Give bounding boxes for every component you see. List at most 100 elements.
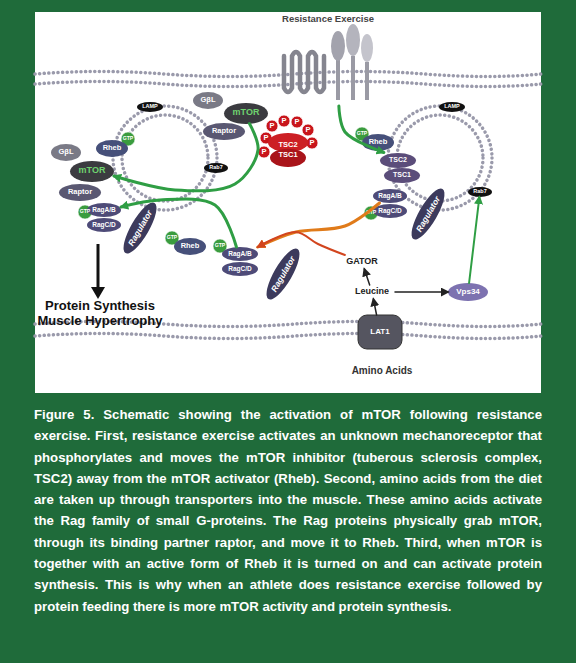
node-shape xyxy=(362,134,394,151)
pathway-arrow xyxy=(258,232,345,255)
lysosome-marker: LAMP xyxy=(439,102,465,112)
node-shape xyxy=(87,218,121,232)
node-shape xyxy=(51,144,81,161)
lysosome-membrane xyxy=(113,106,217,210)
protein-blob: RagA/B xyxy=(373,189,407,203)
mechanoreceptor-illustration xyxy=(284,24,373,100)
node-shape xyxy=(96,140,128,157)
node-text: Rheb xyxy=(103,144,122,152)
node-text: LAMP xyxy=(444,104,460,110)
ragulator-blob: Ragulator xyxy=(406,184,451,243)
membrane-layer xyxy=(35,334,541,339)
arrow-shaft xyxy=(97,244,100,289)
pathway-arrow xyxy=(364,269,369,285)
phosphate-label: P xyxy=(309,139,314,148)
phosphate-label: P xyxy=(261,148,266,157)
gtp-label: GTP xyxy=(366,210,377,216)
node-shape xyxy=(439,102,465,112)
node-shape xyxy=(70,161,114,182)
node-text: TSC2 xyxy=(278,141,297,149)
phosphate-circle xyxy=(302,124,314,136)
phosphate-circle xyxy=(266,120,278,132)
node-text: mTOR xyxy=(79,166,106,175)
output-label: Protein Synthesis Muscle Hypertrophy xyxy=(25,299,175,329)
phosphate-circle xyxy=(278,115,290,127)
node-shape xyxy=(270,149,306,167)
receptor-stem xyxy=(351,56,355,100)
node-shape xyxy=(224,103,268,124)
phosphate-label: P xyxy=(269,122,274,131)
lysosome-marker: Rab7 xyxy=(468,187,492,197)
phosphate-label: P xyxy=(281,117,286,126)
ragulator-blob: Ragulator xyxy=(118,198,163,257)
node-text: GATOR xyxy=(346,257,378,266)
gtp-circles xyxy=(78,127,378,253)
node-text: RagC/D xyxy=(228,266,251,273)
node-shape xyxy=(193,92,223,109)
protein-blob: RagC/D xyxy=(222,262,258,276)
node-shape xyxy=(468,187,492,197)
lysosome-marker: Rab7 xyxy=(204,163,228,173)
node-text: mTOR xyxy=(233,108,260,117)
node-shape xyxy=(222,247,258,261)
protein-blob: RagC/D xyxy=(87,218,121,232)
node-shape xyxy=(373,189,407,203)
node-shape xyxy=(203,123,245,140)
amino-acid-transporter: LAT1 xyxy=(358,315,402,349)
receptor-head xyxy=(331,31,345,61)
gtp-label: GTP xyxy=(215,243,226,249)
node-shape xyxy=(59,184,101,201)
pathway-arrow xyxy=(373,299,376,315)
ragulator-blob: Ragulator xyxy=(261,244,306,303)
protein-blob: Raptor xyxy=(59,184,101,201)
node-text: Rab7 xyxy=(209,165,222,171)
node-text: RagC/D xyxy=(378,208,401,215)
membrane-layer xyxy=(35,82,541,87)
protein-blob: RagA/B xyxy=(87,203,121,217)
mechanoreceptor: Resistance Exercise xyxy=(276,14,380,106)
protein-blob: Vps34 xyxy=(448,283,488,301)
protein-blob: TSC2 xyxy=(380,153,416,168)
protein-blob: Raptor xyxy=(203,123,245,140)
node-text: Leucine xyxy=(355,287,389,296)
node-shape xyxy=(204,163,228,173)
figure-panel xyxy=(35,12,541,393)
node-shape xyxy=(222,262,258,276)
phosphate-label: P xyxy=(263,134,268,143)
node-shape xyxy=(384,168,420,183)
node-shape xyxy=(448,283,488,301)
protein-blob: mTOR xyxy=(224,103,268,124)
protein-blob: Rheb xyxy=(174,238,206,255)
node-text: RagA/B xyxy=(228,251,251,258)
node-shape xyxy=(373,204,407,218)
node-shape xyxy=(358,315,402,349)
node-outline xyxy=(268,133,308,167)
lysosome-membrane xyxy=(122,115,208,201)
lysosome-marker: LAMP xyxy=(137,102,163,112)
pathway-arrow xyxy=(121,199,236,247)
node-text: TSC1 xyxy=(278,151,297,159)
node-text: LAMP xyxy=(142,104,158,110)
node-text: TSC1 xyxy=(393,171,411,178)
node-text: Rheb xyxy=(369,138,388,146)
phosphate-label: P xyxy=(305,126,310,135)
figure-caption: Figure 5. Schematic showing the activati… xyxy=(34,404,542,617)
node-shape xyxy=(118,198,163,257)
phosphate-circle xyxy=(258,146,270,158)
gtp-label: GTP xyxy=(167,235,178,241)
phosphate-circles xyxy=(258,115,318,158)
membrane-layer xyxy=(35,72,541,77)
protein-blob: mTOR xyxy=(70,161,114,182)
gtp-label: GTP xyxy=(80,209,91,215)
node-text: RagC/D xyxy=(92,222,115,229)
node-shape xyxy=(137,102,163,112)
gtp-label: GTP xyxy=(123,136,134,142)
node-shape xyxy=(406,184,451,243)
protein-blob: RagA/B xyxy=(222,247,258,261)
node-text: Resistance Exercise xyxy=(282,14,374,24)
node-text: RagA/B xyxy=(378,193,401,200)
leucine-label: Leucine xyxy=(349,285,395,299)
protein-blob: GβL xyxy=(51,144,81,161)
phosphorylated-tsc-complex: TSC2TSC1 xyxy=(268,133,308,167)
protein-blob: TSC1 xyxy=(384,168,420,183)
